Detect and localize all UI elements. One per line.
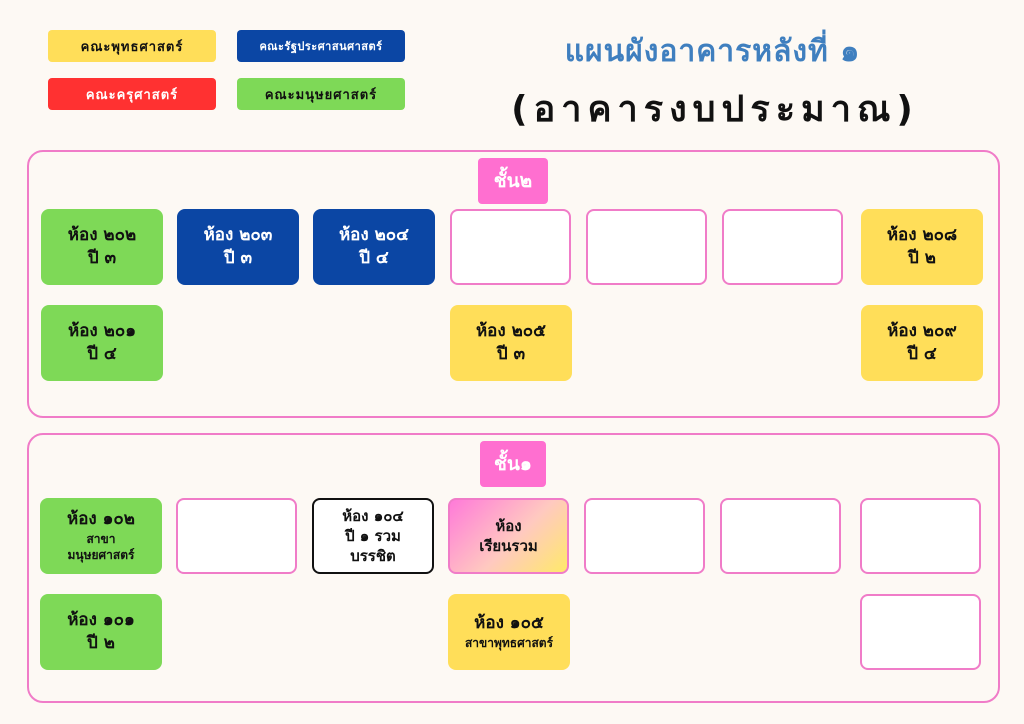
empty-room — [176, 498, 297, 574]
room-202-year: ปี ๓ — [87, 248, 117, 268]
empty-room — [586, 209, 707, 285]
legend-education: คณะครุศาสตร์ — [48, 78, 216, 110]
empty-room — [584, 498, 705, 574]
room-202-number: ห้อง ๒๐๒ — [67, 225, 137, 246]
room-common-label: ห้อง — [495, 516, 522, 535]
room-204: ห้อง ๒๐๔ ปี ๔ — [313, 209, 435, 285]
room-208-number: ห้อง ๒๐๘ — [886, 225, 958, 246]
room-104-number: ห้อง ๑๐๔ — [342, 506, 404, 525]
room-209-year: ปี ๔ — [907, 344, 937, 364]
room-102: ห้อง ๑๐๒ สาขา มนุษยศาสตร์ — [40, 498, 162, 574]
room-102-branch: สาขา — [86, 532, 116, 547]
room-105: ห้อง ๑๐๕ สาขาพุทธศาสตร์ — [448, 594, 570, 670]
room-101-number: ห้อง ๑๐๑ — [67, 610, 135, 631]
floor-2-label: ชั้น๒ — [478, 158, 548, 204]
room-209-number: ห้อง ๒๐๙ — [887, 321, 957, 342]
legend-buddhist: คณะพุทธศาสตร์ — [48, 30, 216, 62]
room-204-number: ห้อง ๒๐๔ — [338, 225, 410, 246]
room-203-number: ห้อง ๒๐๓ — [203, 225, 273, 246]
room-208-year: ปี ๒ — [908, 248, 936, 268]
room-209: ห้อง ๒๐๙ ปี ๔ — [861, 305, 983, 381]
room-202: ห้อง ๒๐๒ ปี ๓ — [41, 209, 163, 285]
room-201-year: ปี ๔ — [87, 344, 117, 364]
legend-political-science: คณะรัฐประศาสนศาสตร์ — [237, 30, 405, 62]
room-101-year: ปี ๒ — [87, 633, 115, 653]
room-205: ห้อง ๒๐๕ ปี ๓ — [450, 305, 572, 381]
empty-room — [450, 209, 571, 285]
room-201-number: ห้อง ๒๐๑ — [67, 321, 136, 342]
room-common-class: ห้อง เรียนรวม — [448, 498, 569, 574]
room-204-year: ปี ๔ — [359, 248, 389, 268]
room-102-number: ห้อง ๑๐๒ — [66, 509, 135, 530]
empty-room — [722, 209, 843, 285]
empty-room — [860, 594, 981, 670]
room-203: ห้อง ๒๐๓ ปี ๓ — [177, 209, 299, 285]
floor-1-label: ชั้น๑ — [480, 441, 546, 487]
floor-1-panel — [27, 433, 1000, 703]
empty-room — [720, 498, 841, 574]
room-common-name: เรียนรวม — [479, 537, 538, 555]
page-title: แผนผังอาคารหลังที่ ๑ — [564, 34, 861, 69]
room-205-year: ปี ๓ — [496, 344, 526, 364]
room-203-year: ปี ๓ — [223, 248, 253, 268]
room-105-number: ห้อง ๑๐๕ — [474, 613, 544, 634]
empty-room — [860, 498, 981, 574]
room-101: ห้อง ๑๐๑ ปี ๒ — [40, 594, 162, 670]
room-205-number: ห้อง ๒๐๕ — [475, 321, 547, 342]
room-208: ห้อง ๒๐๘ ปี ๒ — [861, 209, 983, 285]
room-104-year: ปี ๑ รวม — [345, 526, 401, 545]
room-105-branch: สาขาพุทธศาสตร์ — [464, 636, 554, 651]
floor-2-panel — [27, 150, 1000, 418]
room-102-branch-name: มนุษยศาสตร์ — [67, 548, 135, 563]
room-201: ห้อง ๒๐๑ ปี ๔ — [41, 305, 163, 381]
legend-humanities: คณะมนุษยศาสตร์ — [237, 78, 405, 110]
room-104: ห้อง ๑๐๔ ปี ๑ รวม บรรชิต — [312, 498, 434, 574]
room-104-group: บรรชิต — [350, 547, 396, 566]
page-subtitle: (อาคารงบประมาณ) — [511, 89, 919, 130]
